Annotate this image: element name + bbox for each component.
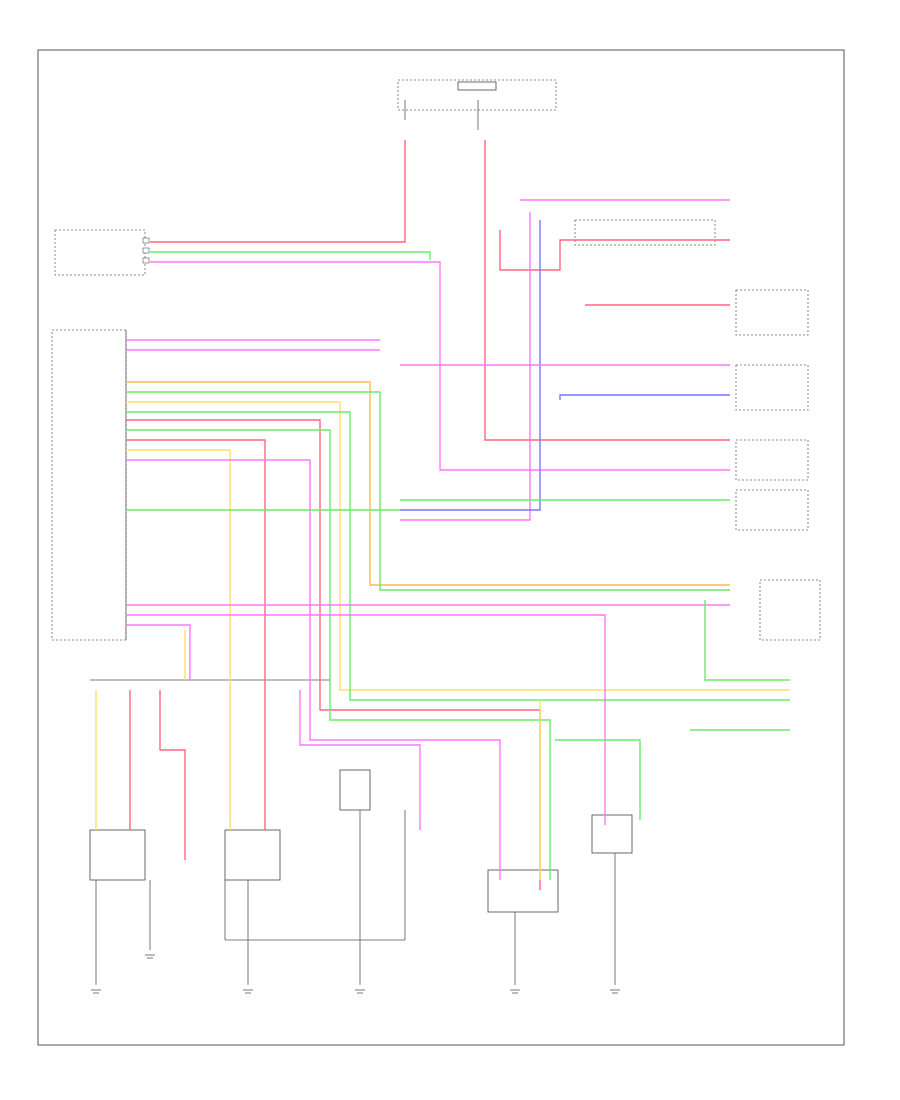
black-wires	[95, 690, 616, 985]
ground-symbols	[91, 954, 620, 994]
control-module-upper	[54, 229, 150, 276]
diagram-frame	[37, 49, 845, 1046]
right-switches	[574, 219, 821, 641]
control-module-main	[51, 329, 127, 641]
colored-wires	[95, 140, 790, 890]
fuse-block-top	[397, 79, 557, 130]
lower-switches	[89, 769, 633, 913]
